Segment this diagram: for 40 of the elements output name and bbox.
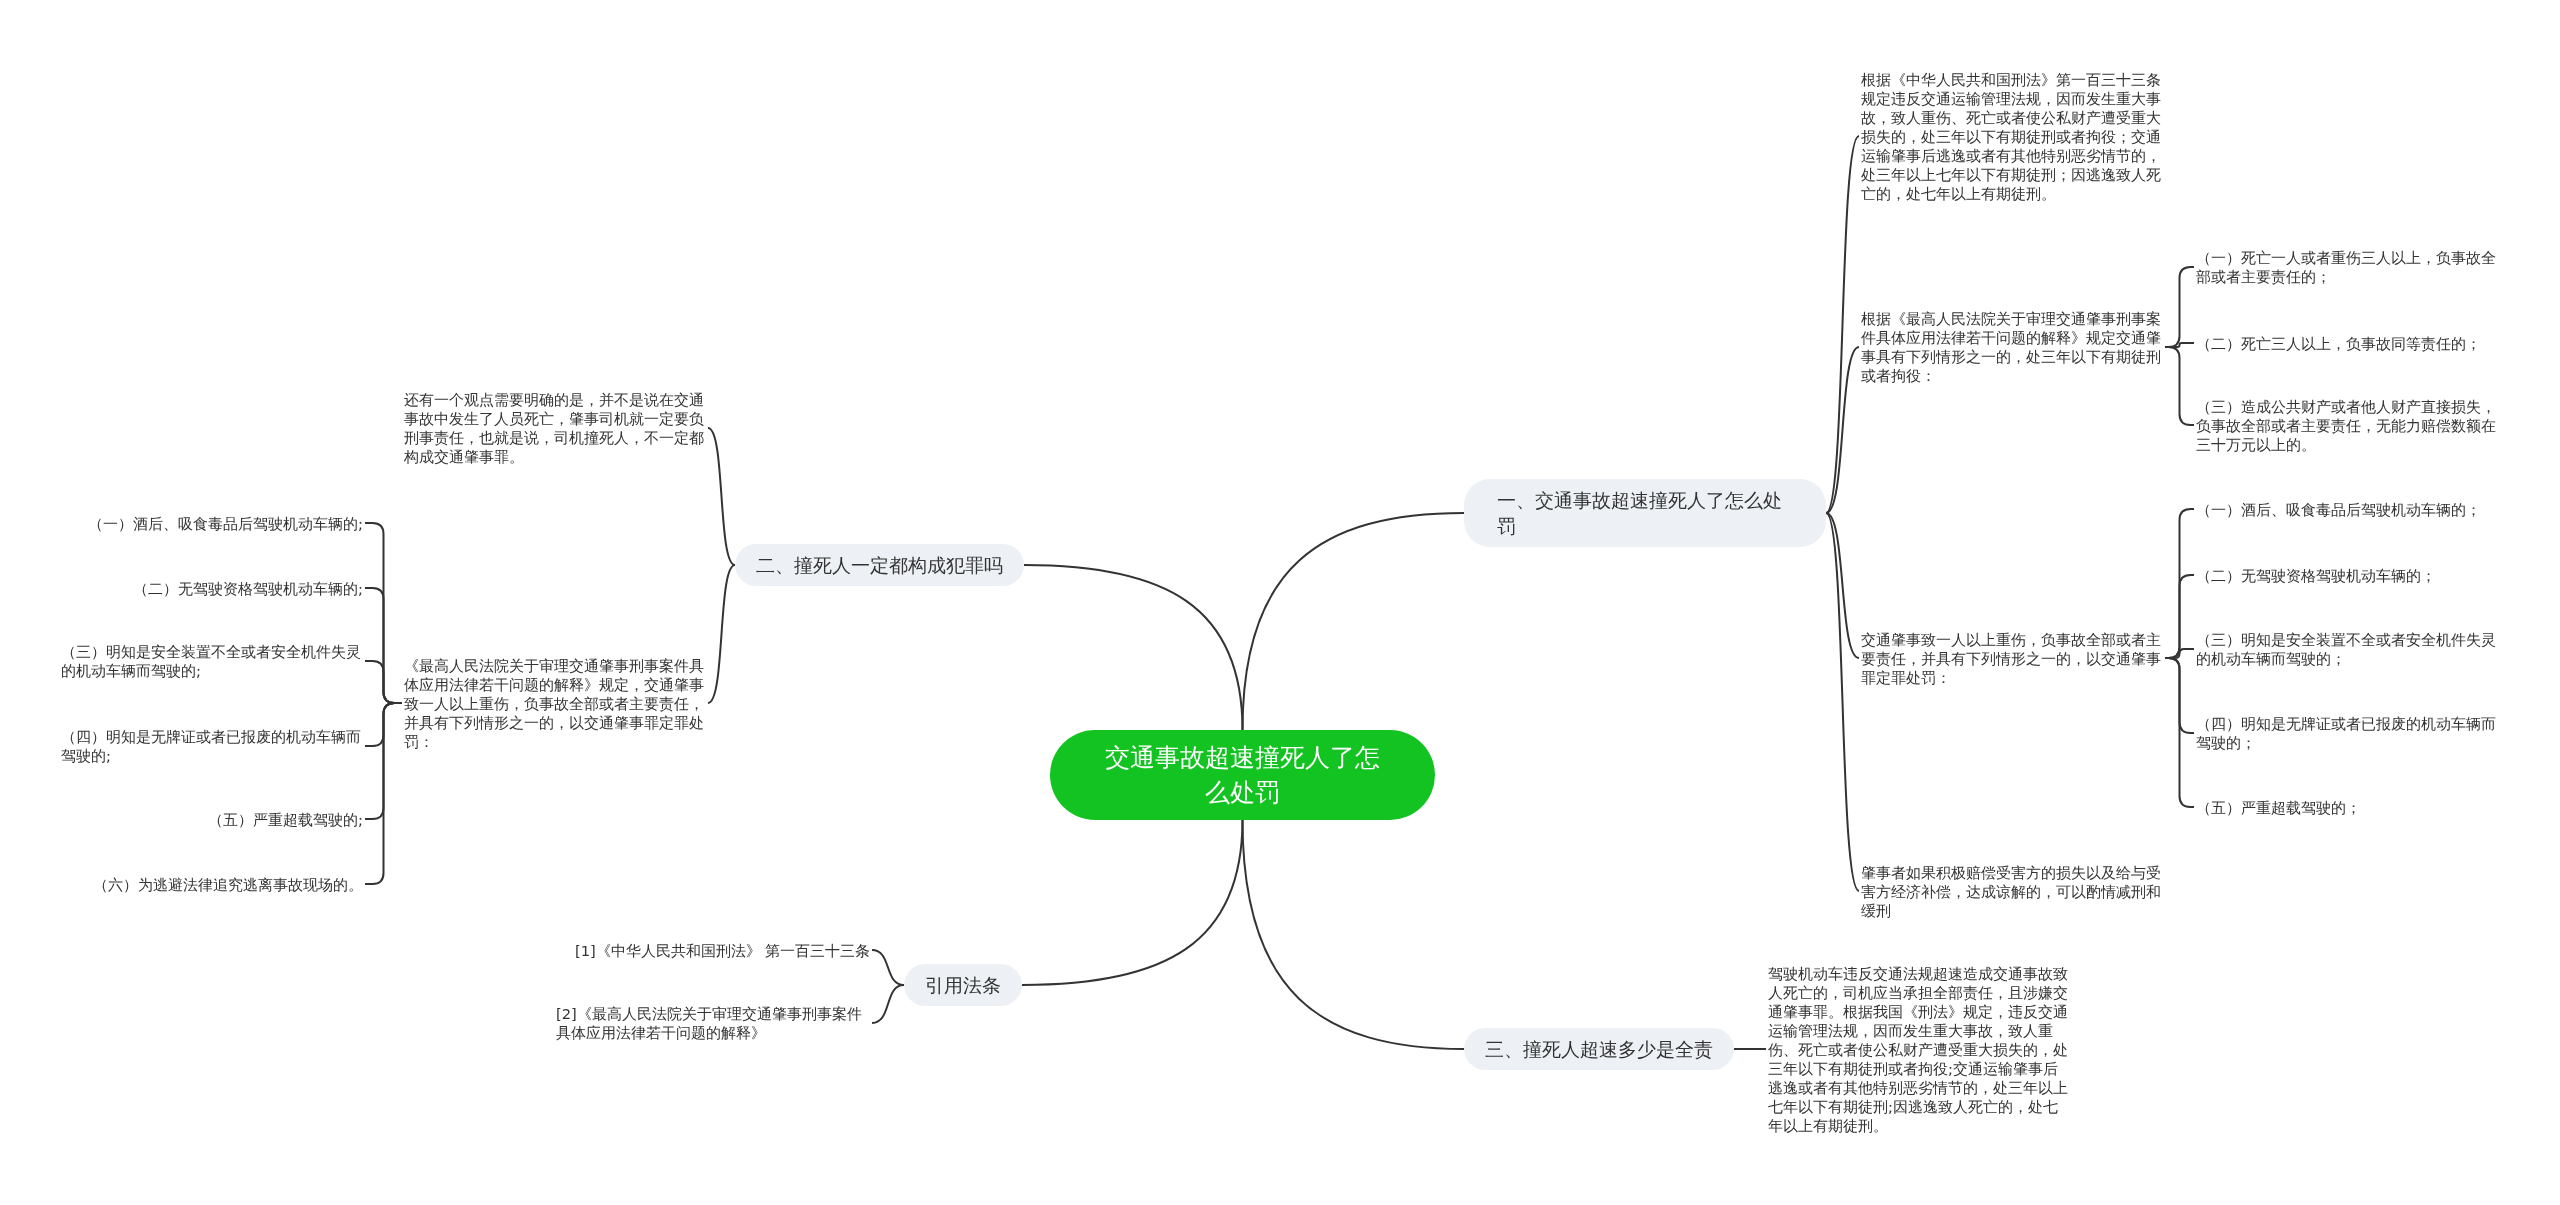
topic-box: 一、交通事故超速撞死人了怎么处罚 (1464, 479, 1826, 547)
list-item: （三）明知是安全装置不全或者安全机件失灵的机动车辆而驾驶的； (2194, 630, 2500, 668)
central-topic-box: 交通事故超速撞死人了怎么处罚 (1050, 730, 1435, 820)
connector-line (1023, 564, 1244, 731)
list-item: （五）严重超载驾驶的； (2194, 797, 2363, 817)
connector-line (1825, 135, 1860, 514)
citation-text: [1]《中华人民共和国刑法》 第一百三十三条 (573, 940, 873, 960)
note-text: 交通肇事致一人以上重伤，负事故全部或者主要责任，并具有下列情形之一的，以交通肇事罪定罪处罚： (1859, 629, 2165, 687)
note-text: 《最高人民法院关于审理交通肇事刑事案件具体应用法律若干问题的解释》规定，交通肇事致一人以上重伤，负事故全部或者主要责任，并具有下列情形之一的，以交通肇事罪定罪处罚： (402, 655, 708, 751)
connector-line (1825, 512, 1860, 892)
connector-line (1241, 512, 1465, 731)
list-item: （一）酒后、吸食毒品后驾驶机动车辆的; (86, 513, 365, 533)
list-item: （六）为逃避法律追究逃离事故现场的。 (91, 874, 365, 894)
topic-box: 二、撞死人一定都构成犯罪吗 (735, 544, 1024, 586)
list-item: （三）造成公共财产或者他人财产直接损失，负事故全部或者主要责任，无能力赔偿数额在三十万元以上的。 (2194, 396, 2500, 454)
connector-line (1825, 346, 1860, 514)
connector-line (707, 427, 736, 566)
connector-line (1021, 819, 1244, 986)
connector-line (1241, 819, 1465, 1050)
list-item: （三）明知是安全装置不全或者安全机件失灵的机动车辆而驾驶的; (59, 642, 365, 680)
connector-line (707, 564, 736, 704)
list-item: （五）严重超载驾驶的; (206, 809, 365, 829)
note-text: 根据《中华人民共和国刑法》第一百三十三条规定违反交通运输管理法规，因而发生重大事故，致人重伤、死亡或者使公私财产遭受重大损失的，处三年以下有期徒刑或者拘役；交通运输肇事后逃逸或者有其他特别恶劣情节的，处三年以上七年以下有期徒刑；因逃逸致人死亡的，处七年以上有期徒刑。 (1859, 69, 2165, 203)
note-text: 肇事者如果积极赔偿受害方的损失以及给与受害方经济补偿，达成谅解的，可以酌情减刑和缓刑 (1859, 862, 2165, 920)
note-text: 根据《最高人民法院关于审理交通肇事刑事案件具体应用法律若干问题的解释》规定交通肇事具有下列情形之一的，处三年以下有期徒刑或者拘役： (1859, 309, 2165, 385)
connector-line (1825, 512, 1860, 659)
citation-text: [2]《最高人民法院关于审理交通肇事刑事案件具体应用法律若干问题的解释》 (554, 1004, 872, 1042)
list-item: （二）无驾驶资格驾驶机动车辆的; (131, 578, 365, 598)
connector-line (871, 984, 905, 1024)
list-item: （一）死亡一人或者重伤三人以上，负事故全部或者主要责任的； (2194, 248, 2500, 286)
note-text: 驾驶机动车违反交通法规超速造成交通事故致人死亡的，司机应当承担全部责任，且涉嫌交通肇事罪。根据我国《刑法》规定，违反交通运输管理法规，因而发生重大事故，致人重伤、死亡或者使公私财产遭受重大损失的，处三年以下有期徒刑或者拘役;交通运输肇事后逃逸或者有其他特别恶劣情节的，处三年以上七年以下有期徒刑;因逃逸致人死亡的，处七年以上有期徒刑。 (1766, 963, 2072, 1135)
list-item: （四）明知是无牌证或者已报废的机动车辆而驾驶的; (59, 727, 365, 765)
topic-box: 三、撞死人超速多少是全责 (1464, 1028, 1734, 1070)
note-text: 还有一个观点需要明确的是，并不是说在交通事故中发生了人员死亡，肇事司机就一定要负刑事责任，也就是说，司机撞死人，不一定都构成交通肇事罪。 (402, 390, 708, 466)
list-item: （二）死亡三人以上，负事故同等责任的； (2194, 333, 2483, 353)
list-item: （二）无驾驶资格驾驶机动车辆的； (2194, 565, 2438, 585)
connector-line (1733, 1048, 1767, 1050)
topic-box: 引用法条 (904, 964, 1022, 1006)
list-item: （四）明知是无牌证或者已报废的机动车辆而驾驶的； (2194, 714, 2500, 752)
list-item: （一）酒后、吸食毒品后驾驶机动车辆的； (2194, 499, 2483, 519)
